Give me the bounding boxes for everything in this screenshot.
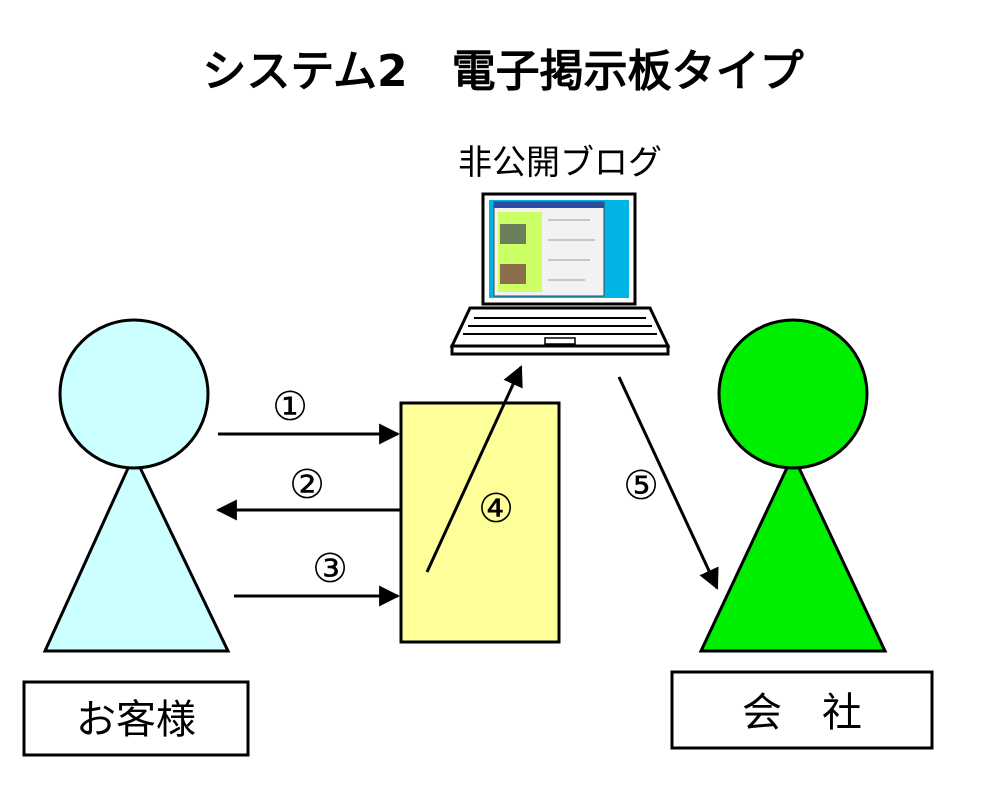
step-number-1: ① [272,384,308,430]
customer-body [42,451,231,653]
document-icon [399,401,561,644]
step-number-5: ⑤ [623,463,659,509]
step-number-3: ③ [312,546,348,592]
company-label-box [670,670,934,750]
laptop-front-edge [450,344,670,356]
blog-label: 非公開ブログ [458,143,662,183]
customer-head [58,318,210,470]
page-title: システム2 電子掲示板タイプ [202,46,803,97]
arrow-step-5 [617,376,719,590]
company-head [717,318,869,470]
arrow-step-4 [425,365,523,573]
customer-label: お客様 [76,697,196,743]
step-number-2: ② [289,462,325,508]
laptop-photo-2 [500,264,526,284]
company-figure [698,318,888,653]
company-body [698,451,888,653]
laptop-browser-titlebar [494,202,604,208]
customer-figure [42,318,231,653]
customer-label-box [22,680,250,757]
company-label: 会 社 [742,690,862,736]
laptop-touchpad [544,337,576,345]
step-number-4: ④ [478,486,514,532]
laptop-icon [449,192,671,356]
laptop-photo-1 [500,224,526,244]
